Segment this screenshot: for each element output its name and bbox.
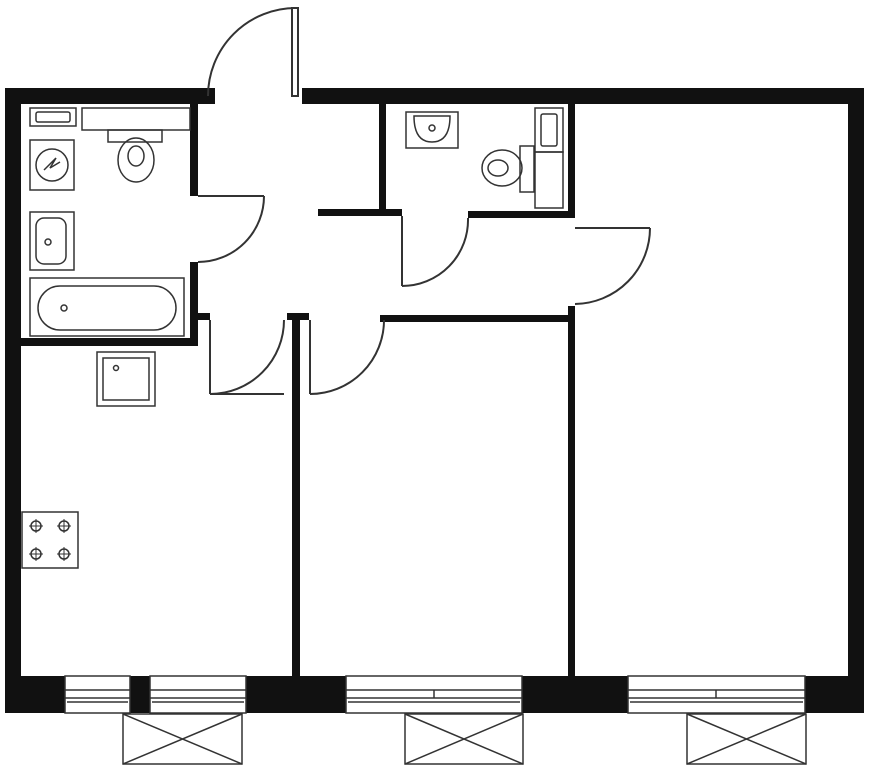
wall-bottom-1 — [5, 676, 65, 713]
wall-stub-3 — [380, 315, 390, 322]
wall-top-left — [5, 88, 215, 104]
wc-door — [401, 216, 470, 287]
wall-wc-bottom-left — [318, 209, 402, 216]
towel-rail-icon — [29, 107, 77, 127]
wall-bath-right-lower — [190, 262, 198, 346]
wall-bottom-2 — [130, 676, 150, 713]
wall-wc-bottom-right — [468, 211, 574, 218]
wall-left — [5, 88, 21, 713]
kitchen-door — [209, 319, 285, 395]
wall-stub-2 — [198, 313, 210, 320]
bathtub-icon — [29, 277, 185, 337]
wall-bath-right-upper — [190, 104, 198, 196]
wall-bath-bottom — [21, 338, 198, 346]
wall-bottom-4 — [522, 676, 628, 713]
washing-machine-icon — [29, 139, 75, 191]
washbasin-icon — [29, 211, 75, 271]
wall-right — [848, 88, 864, 713]
wall-kitchen-right — [292, 315, 300, 678]
bath-shelf — [81, 107, 191, 131]
wall-stub-1 — [287, 313, 309, 320]
wc-washbasin-icon — [405, 111, 459, 149]
kitchen-sink-icon — [96, 351, 156, 407]
wc-toilet-icon — [481, 145, 535, 193]
balcony-3 — [686, 713, 807, 765]
wall-wc-left — [379, 104, 386, 214]
wall-room2-left — [568, 306, 575, 678]
wall-corridor-bottom — [386, 315, 574, 322]
window-2 — [149, 675, 247, 714]
window-1 — [64, 675, 131, 714]
wall-wc-right — [568, 104, 575, 218]
bathroom-fixtures — [29, 107, 191, 337]
windows — [64, 675, 806, 714]
doors — [197, 7, 651, 395]
wc-shelf — [534, 151, 564, 209]
room1-door — [309, 319, 385, 395]
kitchen-fixtures — [21, 351, 156, 569]
window-4 — [627, 675, 806, 714]
room2-door — [574, 227, 651, 305]
wall-top-right — [302, 88, 864, 104]
interior-walls — [21, 104, 575, 678]
balcony-2 — [404, 713, 524, 765]
wc-towel-rail-icon — [534, 107, 564, 153]
balcony-1 — [122, 713, 243, 765]
balconies — [122, 713, 807, 765]
exterior-walls — [5, 88, 864, 713]
toilet-icon — [117, 137, 155, 183]
wall-bottom-3 — [246, 676, 346, 713]
wc-fixtures — [405, 107, 564, 209]
wall-bottom-5 — [805, 676, 864, 713]
toilet-tank — [107, 129, 163, 143]
entrance-door — [207, 7, 299, 97]
window-3 — [345, 675, 523, 714]
cooktop-icon — [21, 511, 79, 569]
bathroom-door — [197, 195, 265, 263]
